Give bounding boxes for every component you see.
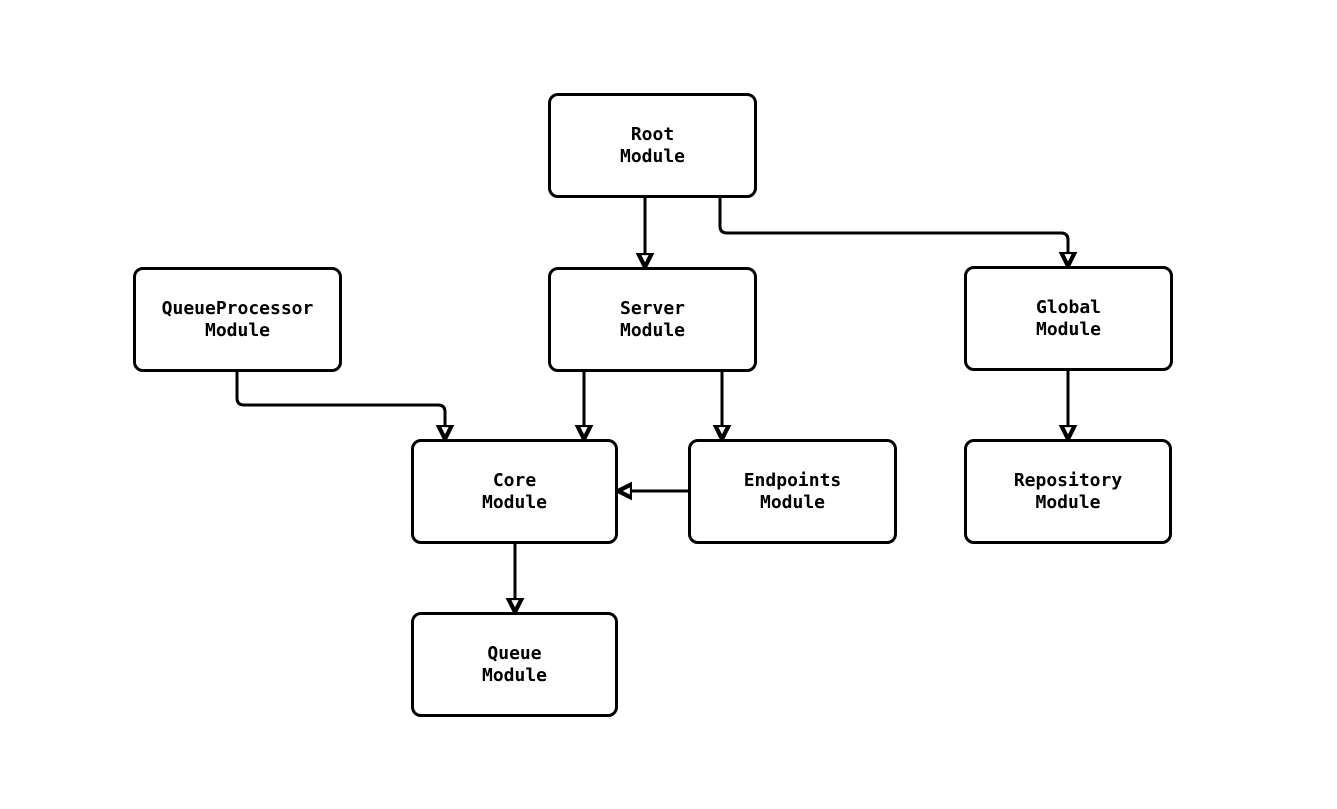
- node-sublabel: Module: [204, 319, 271, 341]
- edge-queueprocessor-to-core: [235, 372, 445, 425]
- node-label: Repository: [1013, 469, 1123, 491]
- node-label: QueueProcessor: [161, 297, 314, 319]
- node-global-module: Global Module: [964, 266, 1173, 371]
- node-queue-module: Queue Module: [411, 612, 618, 717]
- node-repository-module: Repository Module: [964, 439, 1172, 544]
- node-core-module: Core Module: [411, 439, 618, 544]
- node-sublabel: Module: [1035, 491, 1101, 513]
- node-label: Endpoints: [743, 469, 842, 491]
- node-label: Core: [492, 469, 537, 491]
- node-label: Global: [1035, 296, 1102, 318]
- node-endpoints-module: Endpoints Module: [688, 439, 897, 544]
- node-sublabel: Module: [619, 145, 686, 167]
- node-label: Server: [619, 297, 686, 319]
- node-queueprocessor-module: QueueProcessor Module: [133, 267, 342, 372]
- node-label: Queue: [487, 642, 542, 664]
- node-sublabel: Module: [481, 491, 548, 513]
- node-label: Root: [630, 123, 675, 145]
- node-server-module: Server Module: [548, 267, 757, 372]
- node-sublabel: Module: [619, 319, 686, 341]
- edge-root-to-global: [718, 198, 1068, 252]
- node-root-module: Root Module: [548, 93, 757, 198]
- node-sublabel: Module: [1035, 318, 1102, 340]
- node-sublabel: Module: [481, 664, 548, 686]
- node-sublabel: Module: [759, 491, 826, 513]
